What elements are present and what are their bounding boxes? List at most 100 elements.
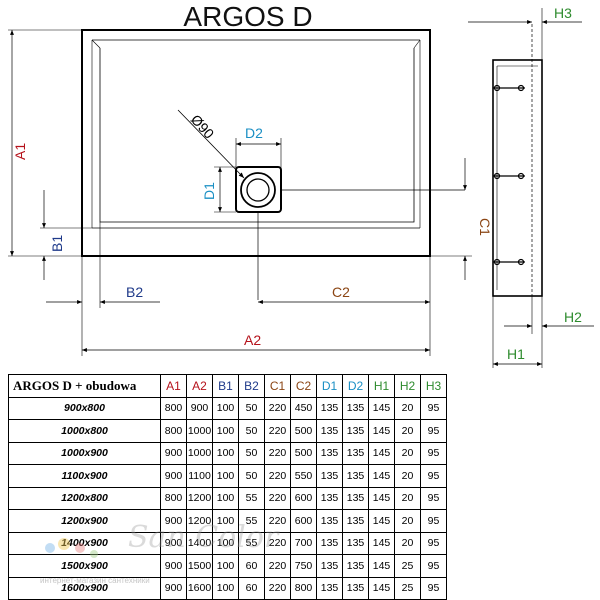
value-cell-h2: 20 bbox=[394, 531, 421, 555]
value-cell-c2: 450 bbox=[290, 396, 317, 420]
column-header-b2: B2 bbox=[238, 374, 265, 398]
value-cell-d2: 135 bbox=[342, 531, 369, 555]
value-cell-d2: 135 bbox=[342, 486, 369, 510]
value-cell-h3: 95 bbox=[420, 464, 447, 488]
column-header-c2: C2 bbox=[290, 374, 317, 398]
column-header-c1: C1 bbox=[264, 374, 291, 398]
value-cell-h3: 95 bbox=[420, 486, 447, 510]
tray-side-view bbox=[492, 24, 543, 368]
value-cell-a2: 1000 bbox=[186, 419, 213, 443]
tray-top-view bbox=[81, 29, 431, 257]
value-cell-b2: 60 bbox=[238, 576, 265, 600]
model-cell: 1200x800 bbox=[8, 486, 161, 510]
column-header-h2: H2 bbox=[394, 374, 421, 398]
label-d1: D1 bbox=[201, 182, 217, 200]
label-b1: B1 bbox=[49, 235, 65, 252]
dimension-c1: C1 bbox=[430, 158, 493, 280]
label-a2: A2 bbox=[244, 332, 261, 348]
value-cell-a1: 800 bbox=[160, 419, 187, 443]
dimension-h3: H3 bbox=[468, 5, 582, 60]
value-cell-h2: 20 bbox=[394, 486, 421, 510]
model-cell: 1100x900 bbox=[8, 464, 161, 488]
dimension-a2: A2 bbox=[81, 308, 431, 356]
value-cell-h2: 25 bbox=[394, 576, 421, 600]
value-cell-d1: 135 bbox=[316, 509, 343, 533]
value-cell-d2: 135 bbox=[342, 419, 369, 443]
value-cell-b2: 55 bbox=[238, 531, 265, 555]
value-cell-d2: 135 bbox=[342, 396, 369, 420]
value-cell-b2: 50 bbox=[238, 464, 265, 488]
drain-diameter-leader: Ø90 bbox=[177, 109, 245, 179]
value-cell-d1: 135 bbox=[316, 576, 343, 600]
value-cell-a1: 800 bbox=[160, 396, 187, 420]
page-title: ARGOS D bbox=[183, 1, 312, 32]
value-cell-h3: 95 bbox=[420, 441, 447, 465]
column-header-a2: A2 bbox=[186, 374, 213, 398]
drain bbox=[235, 166, 465, 300]
value-cell-h2: 20 bbox=[394, 464, 421, 488]
model-cell: 1500x900 bbox=[8, 554, 161, 578]
dimensions-table: ARGOS D + obudowa A1 A2 B1 B2 C1 C2 D1 D… bbox=[8, 374, 447, 600]
value-cell-b1: 100 bbox=[212, 554, 239, 578]
value-cell-a2: 1200 bbox=[186, 509, 213, 533]
value-cell-c2: 600 bbox=[290, 486, 317, 510]
value-cell-a2: 1500 bbox=[186, 554, 213, 578]
value-cell-h3: 95 bbox=[420, 419, 447, 443]
value-cell-a2: 900 bbox=[186, 396, 213, 420]
value-cell-c2: 500 bbox=[290, 441, 317, 465]
value-cell-h2: 20 bbox=[394, 396, 421, 420]
value-cell-b1: 100 bbox=[212, 576, 239, 600]
label-c2: C2 bbox=[332, 284, 350, 300]
value-cell-a2: 1000 bbox=[186, 441, 213, 465]
value-cell-a1: 900 bbox=[160, 464, 187, 488]
label-d2: D2 bbox=[245, 125, 263, 141]
value-cell-c2: 700 bbox=[290, 531, 317, 555]
technical-drawing: ARGOS D Ø90 D2 D1 bbox=[8, 1, 594, 368]
value-cell-d2: 135 bbox=[342, 554, 369, 578]
value-cell-d1: 135 bbox=[316, 441, 343, 465]
value-cell-h2: 25 bbox=[394, 554, 421, 578]
label-c1: C1 bbox=[477, 218, 493, 236]
model-cell: 1000x900 bbox=[8, 441, 161, 465]
dimension-b2: B2 bbox=[46, 222, 160, 308]
column-header-d1: D1 bbox=[316, 374, 343, 398]
value-cell-b2: 50 bbox=[238, 396, 265, 420]
value-cell-h1: 145 bbox=[368, 576, 395, 600]
model-cell: 1600x900 bbox=[8, 576, 161, 600]
value-cell-a1: 900 bbox=[160, 441, 187, 465]
value-cell-d1: 135 bbox=[316, 554, 343, 578]
value-cell-c1: 220 bbox=[264, 531, 291, 555]
value-cell-h1: 145 bbox=[368, 531, 395, 555]
value-cell-a2: 1600 bbox=[186, 576, 213, 600]
value-cell-c1: 220 bbox=[264, 509, 291, 533]
value-cell-b2: 50 bbox=[238, 441, 265, 465]
value-cell-h1: 145 bbox=[368, 509, 395, 533]
value-cell-d1: 135 bbox=[316, 419, 343, 443]
dimension-d2: D2 bbox=[235, 125, 282, 168]
value-cell-h2: 20 bbox=[394, 419, 421, 443]
label-h1: H1 bbox=[507, 346, 525, 362]
value-cell-h1: 145 bbox=[368, 464, 395, 488]
value-cell-b1: 100 bbox=[212, 486, 239, 510]
label-b2: B2 bbox=[126, 284, 143, 300]
value-cell-b1: 100 bbox=[212, 419, 239, 443]
value-cell-b1: 100 bbox=[212, 464, 239, 488]
value-cell-a1: 900 bbox=[160, 554, 187, 578]
value-cell-b1: 100 bbox=[212, 531, 239, 555]
value-cell-h1: 145 bbox=[368, 419, 395, 443]
value-cell-a1: 900 bbox=[160, 509, 187, 533]
value-cell-c2: 800 bbox=[290, 576, 317, 600]
value-cell-c1: 220 bbox=[264, 441, 291, 465]
value-cell-a1: 800 bbox=[160, 486, 187, 510]
value-cell-h1: 145 bbox=[368, 486, 395, 510]
dimension-c2: C2 bbox=[258, 256, 431, 308]
value-cell-c1: 220 bbox=[264, 576, 291, 600]
value-cell-c1: 220 bbox=[264, 464, 291, 488]
model-column-header: ARGOS D + obudowa bbox=[8, 374, 161, 398]
